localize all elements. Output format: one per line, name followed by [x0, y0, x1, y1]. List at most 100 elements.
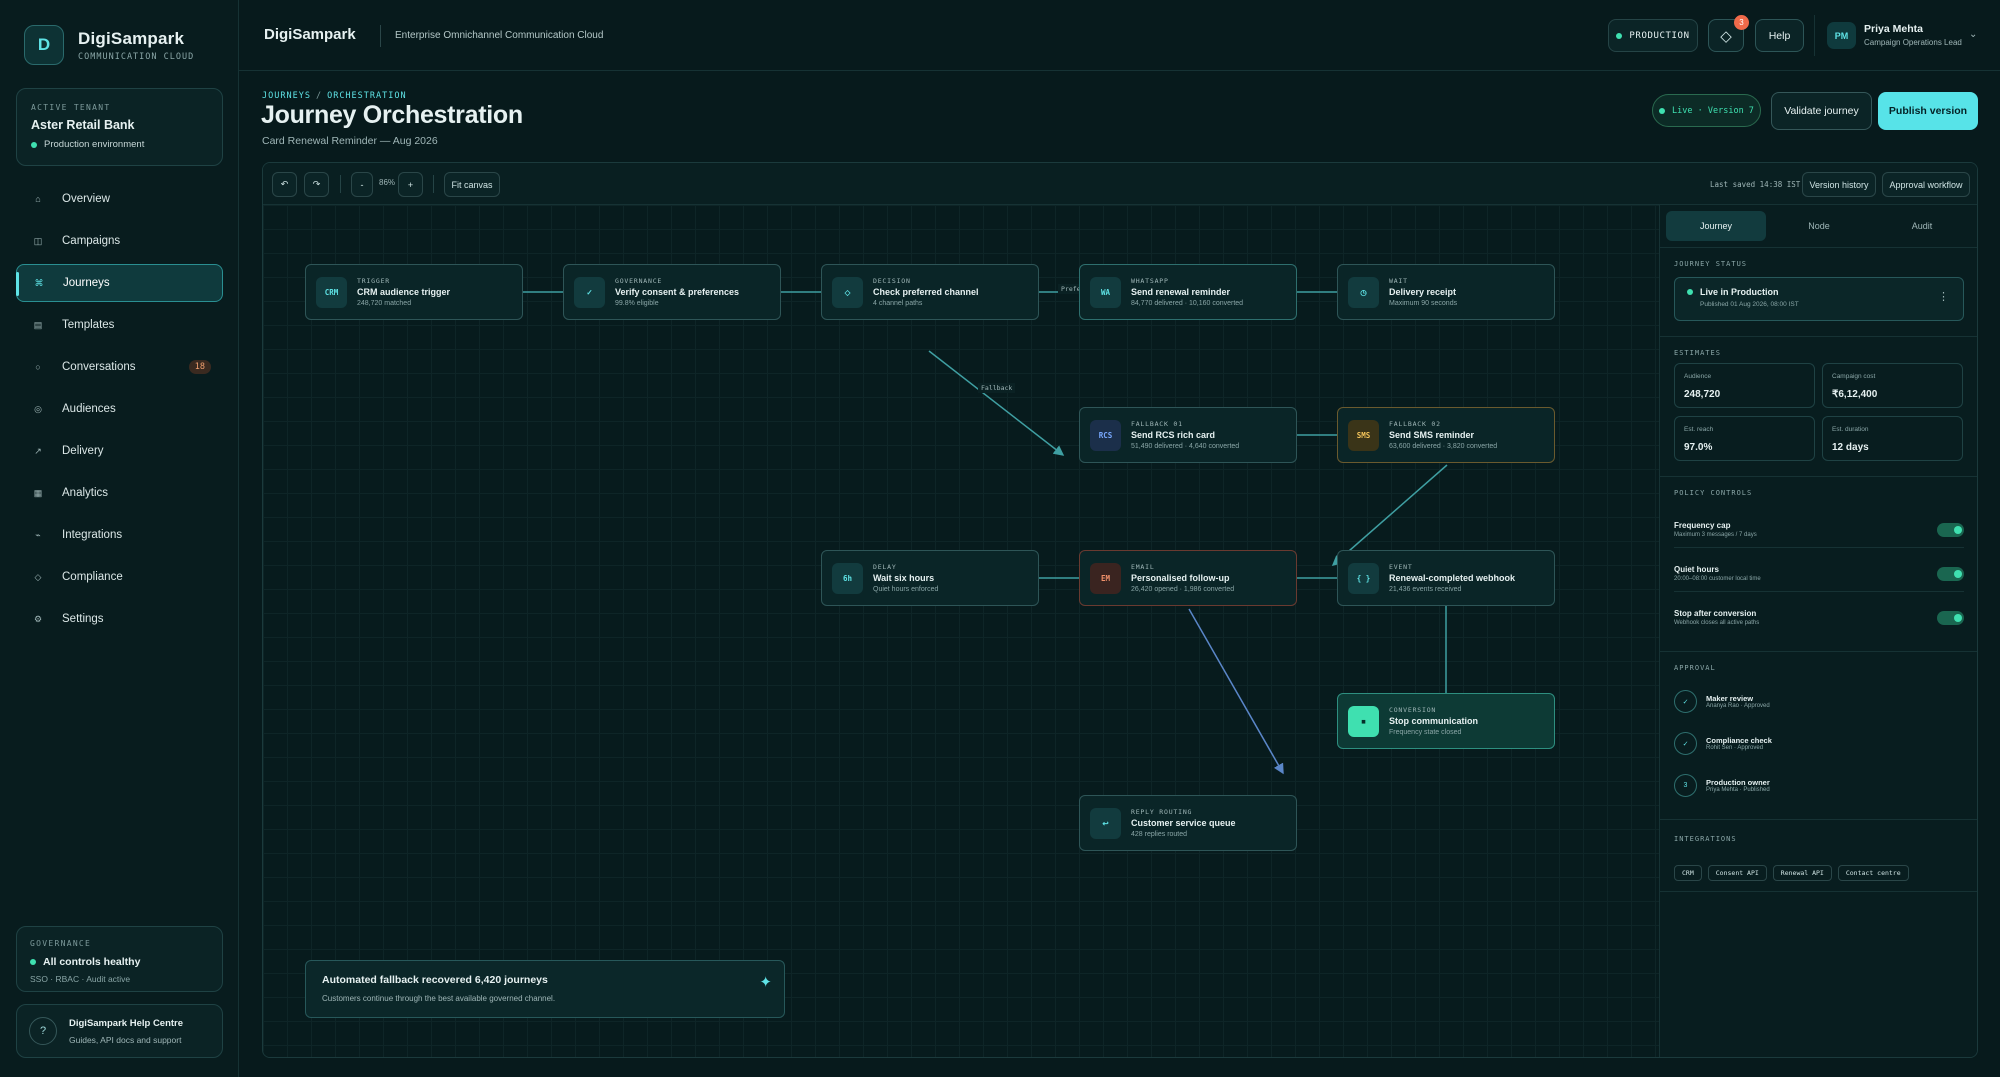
journey-status-card: Live in Production Published 01 Aug 2026… — [1674, 277, 1964, 321]
integration-chip-contact-centre[interactable]: Contact centre — [1837, 865, 1909, 881]
integration-chip-crm[interactable]: CRM — [1674, 865, 1702, 881]
fit-canvas-button[interactable]: Fit canvas — [444, 172, 500, 197]
check-circle-icon: ✓ — [1674, 690, 1697, 713]
sidebar-nav: ⌂Overview ◫Campaigns ⌘Journeys ▤Template… — [16, 180, 223, 642]
sidebar-item-compliance[interactable]: ◇Compliance — [16, 558, 223, 596]
zoom-in-button[interactable]: + — [398, 172, 423, 197]
sidebar-item-templates[interactable]: ▤Templates — [16, 306, 223, 344]
estimate-label: Est. duration — [1832, 426, 1869, 433]
node-title: Send renewal reminder — [1131, 287, 1231, 297]
sidebar-item-label: Delivery — [62, 445, 104, 457]
sidebar-item-overview[interactable]: ⌂Overview — [16, 180, 223, 218]
divider — [1660, 651, 1977, 652]
policy-detail: Webhook closes all active paths — [1674, 620, 1760, 626]
node-stats: 248,720 matched — [357, 300, 412, 307]
node-stats: 51,490 delivered · 4,640 converted — [1131, 443, 1240, 450]
sidebar-item-campaigns[interactable]: ◫Campaigns — [16, 222, 223, 260]
help-centre-card[interactable]: ? DigiSampark Help Centre Guides, API do… — [16, 1004, 223, 1058]
sidebar-item-analytics[interactable]: ▦Analytics — [16, 474, 223, 512]
live-version-badge: Live · Version 7 — [1652, 94, 1761, 127]
estimate-label: Campaign cost — [1832, 373, 1876, 380]
zoom-out-button[interactable]: - — [351, 172, 373, 197]
quiet-hours-toggle[interactable] — [1937, 567, 1964, 581]
step-number-icon: 3 — [1674, 774, 1697, 797]
version-history-button[interactable]: Version history — [1802, 172, 1876, 197]
sms-icon: SMS — [1348, 419, 1379, 451]
more-options-icon[interactable]: ⋮ — [1938, 291, 1949, 303]
tenant-switcher[interactable]: ACTIVE TENANT Aster Retail Bank Producti… — [16, 88, 223, 166]
validate-journey-button[interactable]: Validate journey — [1771, 92, 1872, 130]
sidebar-item-label: Integrations — [62, 529, 123, 541]
breadcrumb-journeys[interactable]: JOURNEYS — [262, 91, 311, 101]
sidebar-item-integrations[interactable]: ⌁Integrations — [16, 516, 223, 554]
node-kind: TRIGGER — [357, 277, 390, 285]
sidebar-item-settings[interactable]: ⚙Settings — [16, 600, 223, 638]
node-kind: FALLBACK 02 — [1389, 420, 1441, 428]
user-menu[interactable]: PM Priya Mehta Campaign Operations Lead … — [1814, 15, 1983, 56]
redo-button[interactable]: ↷ — [304, 172, 329, 197]
sidebar-item-journeys[interactable]: ⌘Journeys — [16, 264, 223, 302]
canvas-toolbar: ↶ ↷ - 86% + Fit canvas Last saved 14:38 … — [263, 163, 1977, 205]
tab-node[interactable]: Node — [1808, 221, 1830, 231]
node-title: Send SMS reminder — [1389, 430, 1475, 440]
policy-controls-label: POLICY CONTROLS — [1674, 489, 1753, 497]
governance-label: GOVERNANCE — [30, 939, 92, 948]
help-icon: ? — [29, 1017, 57, 1045]
integration-chip-consent-api[interactable]: Consent API — [1707, 865, 1767, 881]
sidebar-item-label: Compliance — [62, 571, 123, 583]
node-title: CRM audience trigger — [357, 287, 451, 297]
sidebar-item-audiences[interactable]: ◎Audiences — [16, 390, 223, 428]
last-saved-text: Last saved 14:38 IST — [1710, 180, 1801, 189]
policy-detail: Maximum 3 messages / 7 days — [1674, 532, 1757, 538]
approval-label: APPROVAL — [1674, 664, 1716, 672]
node-title: Customer service queue — [1131, 818, 1236, 828]
tab-audit[interactable]: Audit — [1911, 221, 1933, 231]
help-centre-subtitle: Guides, API docs and support — [69, 1034, 182, 1045]
node-title: Delivery receipt — [1389, 287, 1457, 297]
divider — [1660, 336, 1977, 337]
tab-journey[interactable]: Journey — [1666, 211, 1766, 241]
divider — [1660, 891, 1977, 892]
node-kind: EVENT — [1389, 563, 1413, 571]
brand[interactable]: D DigiSampark COMMUNICATION CLOUD — [24, 25, 194, 65]
environment-selector[interactable]: PRODUCTION — [1608, 19, 1698, 52]
approval-detail: Rohit Sen · Approved — [1706, 745, 1764, 751]
node-stats: Frequency state closed — [1389, 729, 1462, 736]
publish-version-button[interactable]: Publish version — [1878, 92, 1978, 130]
sidebar-item-delivery[interactable]: ↗Delivery — [16, 432, 223, 470]
node-title: Send RCS rich card — [1131, 430, 1216, 440]
help-button[interactable]: Help — [1755, 19, 1804, 52]
journey-status-label: JOURNEY STATUS — [1674, 260, 1748, 268]
journey-builder: ↶ ↷ - 86% + Fit canvas Last saved 14:38 … — [262, 162, 1978, 1058]
undo-button[interactable]: ↶ — [272, 172, 297, 197]
rcs-icon: RCS — [1090, 419, 1121, 451]
banner-title: Automated fallback recovered 6,420 journ… — [322, 974, 548, 986]
approval-workflow-button[interactable]: Approval workflow — [1882, 172, 1970, 197]
connector-edge — [1188, 608, 1284, 775]
node-title: Verify consent & preferences — [615, 287, 740, 297]
tenant-environment: Production environment — [31, 139, 208, 150]
frequency-cap-toggle[interactable] — [1937, 523, 1964, 537]
integration-chip-renewal-api[interactable]: Renewal API — [1772, 865, 1832, 881]
topbar-brand: DigiSampark — [264, 26, 356, 43]
stop-after-conversion-toggle[interactable] — [1937, 611, 1964, 625]
notifications-button[interactable]: ◇3 — [1708, 15, 1749, 52]
node-title: Wait six hours — [873, 573, 935, 583]
breadcrumb-separator: / — [315, 91, 323, 101]
